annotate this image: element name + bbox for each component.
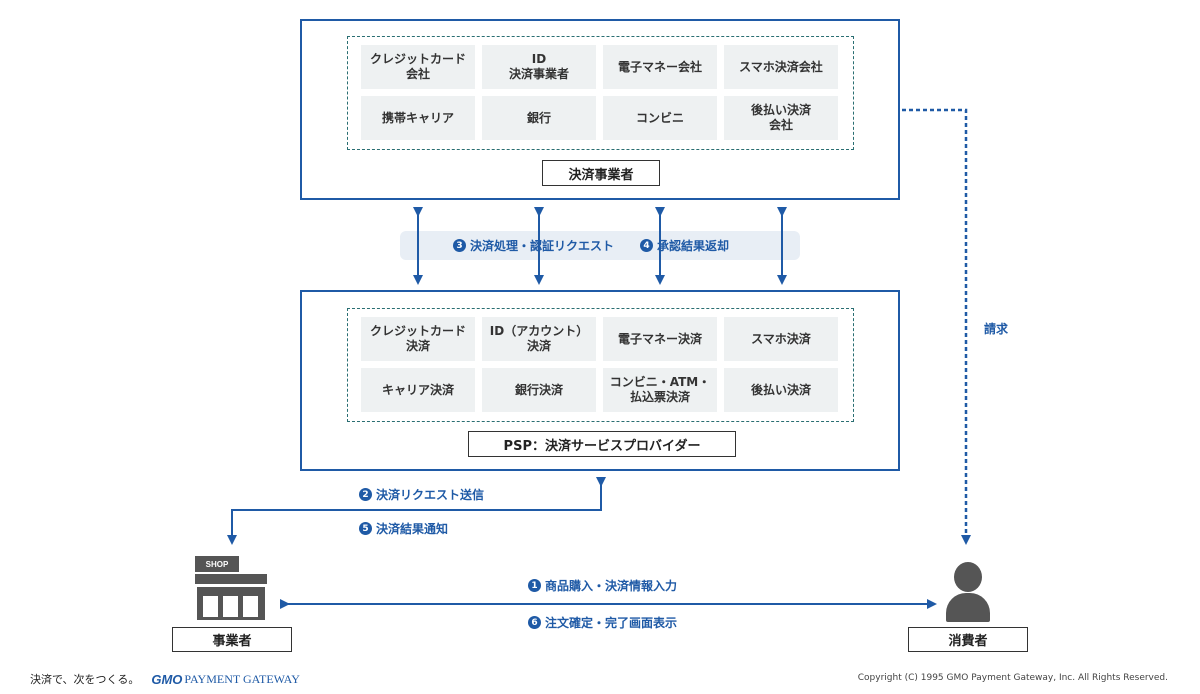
consumer-label: 消費者 — [908, 627, 1028, 652]
psp-cell: クレジットカード 決済 — [361, 317, 475, 361]
billing-arrow — [902, 108, 971, 545]
step1-text: 商品購入・決済情報入力 — [545, 579, 678, 593]
step4-label: 4 承認結果返却 — [640, 237, 729, 254]
shop-icon: SHOP — [195, 556, 267, 622]
step-number-badge: 4 — [640, 239, 653, 252]
psp-panel: クレジットカード 決済 ID（アカウント） 決済 電子マネー決済 スマホ決済 キ… — [300, 290, 900, 471]
psp-title: PSP：決済サービスプロバイダー — [468, 431, 736, 457]
step-number-badge: 1 — [528, 579, 541, 592]
provider-cell: コンビニ — [603, 96, 717, 140]
gmo-logo: GMO — [151, 671, 183, 687]
shop-window — [223, 596, 238, 617]
provider-title: 決済事業者 — [542, 160, 660, 186]
copyright: Copyright (C) 1995 GMO Payment Gateway, … — [857, 673, 1168, 683]
billing-label: 請求 — [984, 322, 1009, 336]
provider-cell: ID 決済事業者 — [482, 45, 596, 89]
step2-text: 決済リクエスト送信 — [376, 488, 485, 502]
step4-text: 承認結果返却 — [657, 239, 730, 253]
step1-label: 1 商品購入・決済情報入力 — [528, 577, 677, 594]
provider-cell: 電子マネー会社 — [603, 45, 717, 89]
shop-sign: SHOP — [195, 556, 239, 572]
payment-gateway-logo: PAYMENT GATEWAY — [184, 671, 300, 686]
psp-cell: 電子マネー決済 — [603, 317, 717, 361]
step-number-badge: 6 — [528, 616, 541, 629]
step5-text: 決済結果通知 — [376, 522, 449, 536]
step3-label: 3 決済処理・認証リクエスト — [453, 237, 614, 254]
psp-cell: コンビニ・ATM・ 払込票決済 — [603, 368, 717, 412]
psp-cell: ID（アカウント） 決済 — [482, 317, 596, 361]
person-body — [946, 593, 990, 622]
provider-cell: クレジットカード 会社 — [361, 45, 475, 89]
step3-text: 決済処理・認証リクエスト — [470, 239, 615, 253]
step6-label: 6 注文確定・完了画面表示 — [528, 614, 677, 631]
shop-window — [243, 596, 258, 617]
psp-merchant-arrow — [227, 477, 606, 545]
request-band — [400, 231, 800, 260]
step-number-badge: 2 — [359, 488, 372, 501]
step5-label: 5 決済結果通知 — [359, 520, 448, 537]
person-icon — [944, 560, 992, 622]
step2-label: 2 決済リクエスト送信 — [359, 486, 484, 503]
provider-cell: スマホ決済会社 — [724, 45, 838, 89]
psp-cell: キャリア決済 — [361, 368, 475, 412]
person-head — [954, 562, 982, 592]
step-number-badge: 3 — [453, 239, 466, 252]
psp-cell: 銀行決済 — [482, 368, 596, 412]
provider-cells-frame — [347, 36, 854, 150]
provider-cell: 銀行 — [482, 96, 596, 140]
footer-brand: 決済で、次をつくる。 GMO PAYMENT GATEWAY — [30, 671, 300, 687]
step6-text: 注文確定・完了画面表示 — [545, 616, 678, 630]
psp-cells-frame — [347, 308, 854, 422]
merchant-label: 事業者 — [172, 627, 292, 652]
provider-cell: 携帯キャリア — [361, 96, 475, 140]
psp-cell: 後払い決済 — [724, 368, 838, 412]
psp-cell: スマホ決済 — [724, 317, 838, 361]
provider-cell: 後払い決済 会社 — [724, 96, 838, 140]
shop-window — [203, 596, 218, 617]
footer-tagline: 決済で、次をつくる。 — [30, 673, 140, 686]
step-number-badge: 5 — [359, 522, 372, 535]
provider-panel: クレジットカード 会社 ID 決済事業者 電子マネー会社 スマホ決済会社 携帯キ… — [300, 19, 900, 200]
shop-awning — [195, 574, 267, 584]
